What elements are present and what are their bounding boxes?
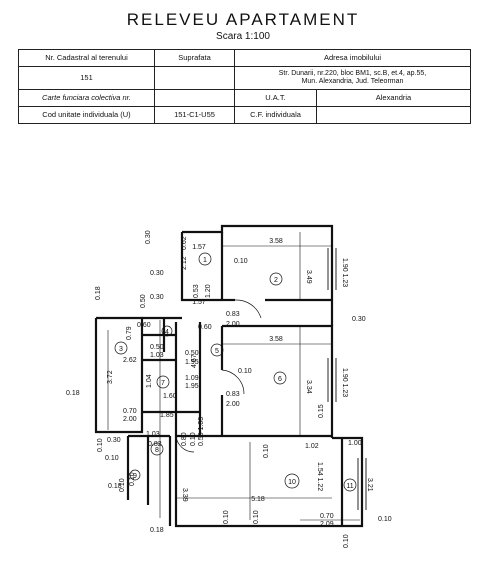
dim-label: 0.60 — [198, 324, 212, 331]
dim-label: 3.58 — [269, 336, 283, 343]
dim-label: 0.80 — [181, 432, 188, 446]
page-title: RELEVEU APARTAMENT — [126, 10, 360, 29]
dim-label: 0.30 — [107, 437, 121, 444]
dim-label: 0.50 1.03 — [198, 417, 205, 446]
dim-label: 3.39 — [181, 488, 188, 502]
dimension-labels: 3.58 3.58 1.57 1.57 3.49 3.34 1.90 1.23 … — [66, 230, 392, 548]
room-labels: 1 2 3 4 5 6 7 8 9 10 11 — [114, 252, 357, 492]
dim-label: 2.00 — [226, 401, 240, 408]
dim-label: 0.10 — [105, 455, 119, 462]
room-7-label: 7 — [161, 380, 165, 387]
dim-label: 0.10 — [129, 472, 136, 486]
dim-label: 0.10 — [223, 510, 230, 524]
dim-label: 2.00 — [123, 416, 137, 423]
dimension-lines — [107, 232, 360, 521]
room-8-label: 8 — [155, 447, 159, 454]
dim-label: 0.62 — [181, 236, 188, 250]
room-2-label: 2 — [274, 277, 278, 284]
cf-individuala-label: C.F. individuala — [234, 106, 317, 124]
dim-label: 0.10 — [97, 438, 104, 452]
dim-label: 0.60 — [137, 322, 151, 329]
room-5-label: 5 — [215, 348, 219, 355]
dim-label: 0.18 — [150, 527, 164, 534]
dim-label: 1.00 — [348, 440, 362, 447]
dim-label: 0.10 — [238, 368, 252, 375]
dim-label: 2.00 — [226, 321, 240, 328]
dim-label: 0.70 — [320, 513, 334, 520]
dim-label: 0.10 — [234, 258, 248, 265]
dim-label: 0.18 — [95, 286, 102, 300]
dim-label: 5.18 — [251, 496, 265, 503]
dim-label: 0.53 — [193, 284, 200, 298]
dim-label: 1.54 1.22 — [316, 462, 323, 491]
dim-label: 0.50 — [185, 350, 199, 357]
room-4-label: 4 — [165, 329, 169, 336]
dim-label: 1.57 — [192, 299, 206, 306]
dim-label: 0.18 — [108, 483, 122, 490]
room-6-label: 6 — [278, 376, 282, 383]
dim-label: 1.95 — [185, 359, 199, 366]
cadastral-info-table: Nr. Cadastral al terenului Suprafata Adr… — [18, 49, 471, 124]
dim-label: 1.85 — [160, 412, 174, 419]
dim-label: 3.34 — [305, 380, 312, 394]
room-3-label: 3 — [119, 346, 123, 353]
doors — [175, 299, 262, 453]
dim-label: 0.30 — [150, 294, 164, 301]
windows — [327, 248, 367, 510]
cf-individuala-value — [316, 106, 471, 124]
dim-label: 2.62 — [123, 357, 137, 364]
dim-label: 0.30 — [352, 316, 366, 323]
dim-label: 0.50 — [150, 344, 164, 351]
dim-label: 1.04 — [146, 374, 153, 388]
dim-label: 1.03 — [146, 431, 160, 438]
dim-label: 0.10 — [263, 444, 270, 458]
dim-label: 0.15 — [318, 404, 325, 418]
walls — [94, 224, 364, 528]
dim-label: 0.10 — [119, 478, 126, 492]
dim-label: 0.79 — [126, 326, 133, 340]
dim-label: 3.49 — [305, 270, 312, 284]
dim-label: 1.90 1.23 — [341, 258, 348, 287]
dim-label: 1.90 1.23 — [341, 368, 348, 397]
dim-label: 0.18 — [66, 390, 80, 397]
dim-label: 1.95 — [185, 383, 199, 390]
dim-label: 3.72 — [107, 370, 114, 384]
dim-label: 1.02 — [305, 443, 319, 450]
dim-label: 3.58 — [269, 238, 283, 245]
dim-label: 2.09 — [320, 521, 334, 528]
dim-label: 1.20 — [205, 284, 212, 298]
adresa-line-1: Str. Dunarii, nr.220, bloc BM1, sc.B, et… — [278, 70, 427, 77]
dim-label: 0.82 — [148, 441, 162, 448]
dim-label: 1.09 — [185, 375, 199, 382]
dim-label: 2.12 — [181, 256, 188, 270]
table-row: Nr. Cadastral al terenului Suprafata Adr… — [18, 49, 471, 67]
room-11-label: 11 — [346, 483, 353, 490]
dim-label: 1.03 — [150, 352, 164, 359]
table-row: Cod unitate individuala (U) 151-C1-U55 C… — [18, 106, 471, 124]
dim-label: 0.10 — [378, 516, 392, 523]
dim-label: 0.83 — [226, 311, 240, 318]
dim-label: 0.10 — [343, 534, 350, 548]
adresa-line-2: Mun. Alexandria, Jud. Teleorman — [301, 78, 404, 85]
dim-label: 0.83 — [226, 391, 240, 398]
dim-label: 0.50 — [140, 294, 147, 308]
dim-label: 0.30 — [150, 270, 164, 277]
room-9-label: 9 — [133, 473, 137, 480]
dim-label: 0.70 — [123, 408, 137, 415]
scale-label: Scara 1:100 — [216, 31, 270, 42]
dim-label: 4.67 — [191, 354, 198, 368]
dim-label: 0.30 — [145, 230, 152, 244]
dim-label: 0.10 — [253, 510, 260, 524]
room-10-label: 10 — [288, 479, 296, 486]
room-1-label: 1 — [203, 257, 207, 264]
dim-label: 3.21 — [366, 478, 373, 492]
dim-label: 1.60 — [163, 393, 177, 400]
dim-label: 0.10 — [190, 432, 197, 446]
dim-label: 1.57 — [192, 244, 206, 251]
